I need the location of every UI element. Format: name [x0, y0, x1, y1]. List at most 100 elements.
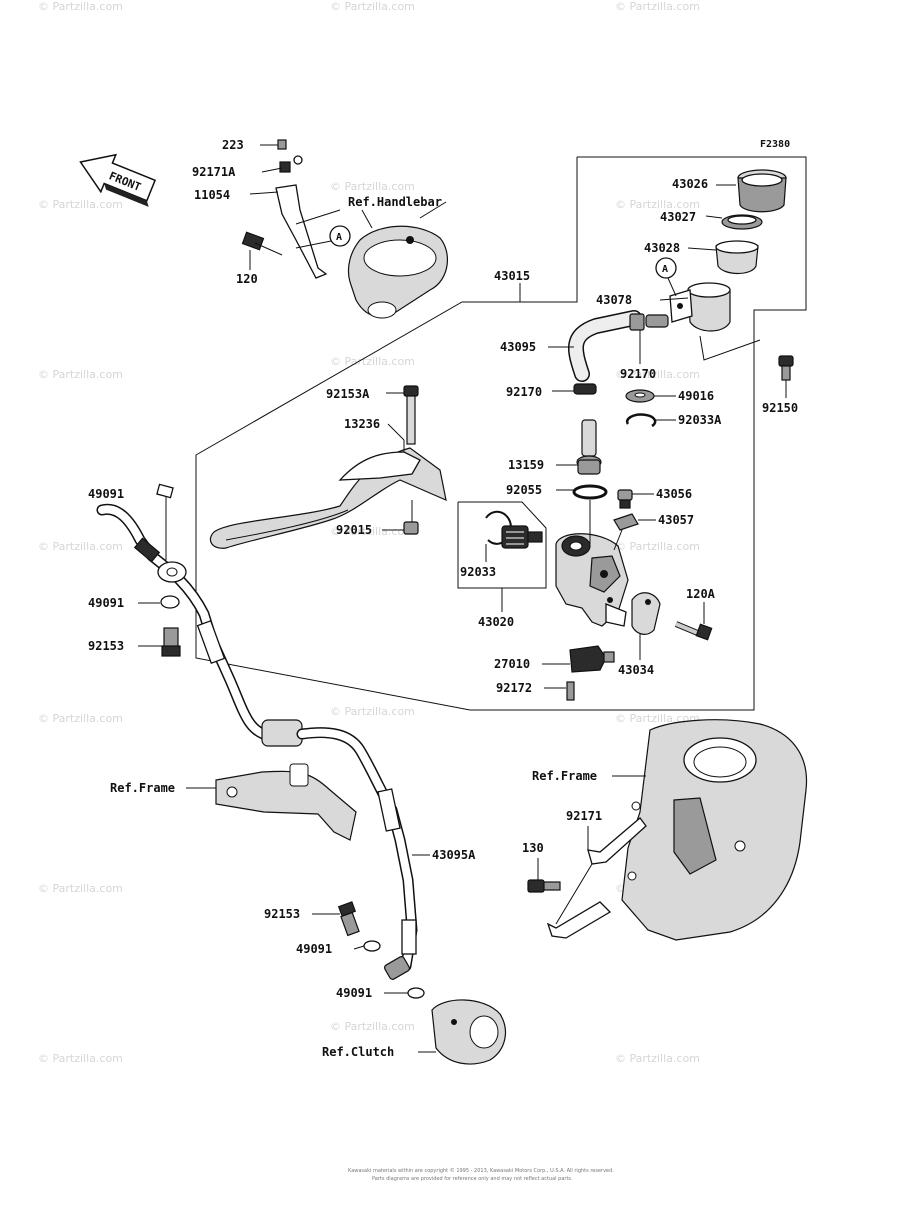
part-label: 43020 [478, 615, 514, 629]
watermark: © Partzilla.com [330, 705, 415, 718]
frame-headstock [612, 719, 808, 941]
hose-clips [552, 330, 641, 395]
bracket-92171 [546, 817, 647, 939]
screw-92150 [778, 355, 794, 398]
part-label: 92033A [678, 413, 722, 427]
part-label: 92015 [336, 523, 372, 537]
watermark: © Partzilla.com [38, 712, 123, 725]
diaphragm-plate [705, 214, 763, 230]
part-label: 43056 [656, 487, 692, 501]
part-label: 43095 [500, 340, 536, 354]
part-label: 43034 [618, 663, 654, 677]
clutch-hose-43095a [96, 503, 430, 980]
screw-92172 [544, 681, 575, 701]
part-labels: 223 92171A 11054 120 Ref.Handlebar 43015… [88, 138, 798, 1059]
part-label: 43027 [660, 210, 696, 224]
part-label: 92171A [192, 165, 236, 179]
part-label: 13159 [508, 458, 544, 472]
front-arrow-icon: FRONT [79, 153, 157, 207]
copyright-line: Kawasaki materials within are copyright … [348, 1167, 614, 1174]
watermark: © Partzilla.com [330, 180, 415, 193]
part-label: 43078 [596, 293, 632, 307]
part-label: 92153A [326, 387, 370, 401]
reservoir-hose [548, 310, 645, 382]
watermark: © Partzilla.com [38, 1052, 123, 1065]
clamp-bracket [241, 139, 341, 279]
part-label: 43095A [432, 848, 476, 862]
part-label: 49091 [88, 596, 124, 610]
watermark-layer: © Partzilla.com © Partzilla.com © Partzi… [38, 0, 700, 1065]
watermark: © Partzilla.com [615, 0, 700, 13]
pivot-bolt-92153a [386, 385, 419, 445]
part-label: 43026 [672, 177, 708, 191]
part-label: 120 [236, 272, 258, 286]
part-label: 92150 [762, 401, 798, 415]
clutch-lever-13236 [209, 423, 447, 549]
watermark: © Partzilla.com [38, 198, 123, 211]
part-label: 13236 [344, 417, 380, 431]
reservoir-tank: A [645, 257, 761, 361]
part-label: 49091 [296, 942, 332, 956]
watermark: © Partzilla.com [330, 0, 415, 13]
leader-lines [186, 201, 641, 789]
watermark: © Partzilla.com [38, 0, 123, 13]
part-label: Ref.Clutch [322, 1045, 394, 1059]
part-label: 223 [222, 138, 244, 152]
watermark: © Partzilla.com [38, 368, 123, 381]
part-label: 49016 [678, 389, 714, 403]
callout-marker: A [336, 232, 342, 243]
bolt-130 [527, 858, 561, 893]
diaphragm [687, 240, 759, 275]
part-label: 92170 [620, 367, 656, 381]
washer-49016 [625, 389, 676, 403]
part-label: 43057 [658, 513, 694, 527]
watermark: © Partzilla.com [38, 540, 123, 553]
part-label: Ref.Handlebar [348, 195, 442, 209]
master-cylinder-body [555, 500, 629, 627]
watermark: © Partzilla.com [615, 198, 700, 211]
frame-bracket-left [196, 763, 357, 841]
part-label: 49091 [336, 986, 372, 1000]
part-label: Ref.Frame [110, 781, 175, 795]
part-label: 130 [522, 841, 544, 855]
switch-27010 [542, 645, 615, 673]
watermark: © Partzilla.com [615, 368, 700, 381]
bleeder-43056 [617, 489, 654, 509]
part-label: 11054 [194, 188, 230, 202]
watermark: © Partzilla.com [330, 525, 415, 538]
piston-kit-43020 [457, 501, 547, 612]
part-label: 92170 [506, 385, 542, 399]
watermark: © Partzilla.com [38, 882, 123, 895]
watermark: © Partzilla.com [330, 1020, 415, 1033]
part-label: 120A [686, 587, 716, 601]
push-rod-13159 [556, 419, 602, 475]
part-label: 92033 [460, 565, 496, 579]
callout-circle [329, 225, 351, 247]
clamp-43034 [631, 592, 661, 660]
part-label: 92153 [88, 639, 124, 653]
part-label: Ref.Frame [532, 769, 597, 783]
nut-92015 [382, 521, 419, 535]
part-label: 43015 [494, 269, 530, 283]
bolt-120a [674, 602, 713, 641]
banjo-fittings-top [138, 483, 187, 657]
watermark: © Partzilla.com [330, 355, 415, 368]
part-label: 92172 [496, 681, 532, 695]
part-label: 92171 [566, 809, 602, 823]
part-label: 49091 [88, 487, 124, 501]
callout-marker: A [662, 264, 668, 275]
diagram-code: F2380 [760, 139, 790, 150]
part-label: 43028 [644, 241, 680, 255]
disclaimer-line: Parts diagrams are provided for referenc… [372, 1176, 573, 1182]
o-ring-92055 [556, 484, 608, 500]
part-label: 92055 [506, 483, 542, 497]
part-label: 92153 [264, 907, 300, 921]
assembly-outline [195, 156, 807, 711]
clutch-slave [418, 999, 507, 1065]
circlip-92033a [625, 413, 676, 428]
reservoir-cap [716, 169, 787, 213]
handlebar-holder [347, 209, 448, 319]
watermark: © Partzilla.com [615, 540, 700, 553]
